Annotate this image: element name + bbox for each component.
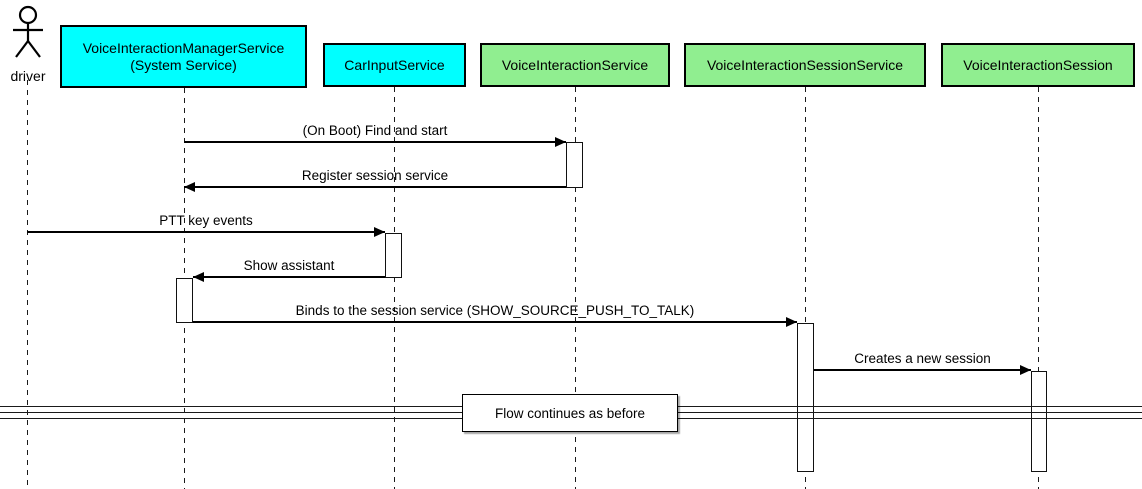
participant-car-input-service: CarInputService xyxy=(323,43,466,87)
message-binds-to-session-service: Binds to the session service (SHOW_SOURC… xyxy=(193,302,797,327)
actor-label: driver xyxy=(10,68,46,84)
participant-label: VoiceInteractionSessionService xyxy=(706,56,904,73)
participant-label: CarInputService xyxy=(344,56,445,73)
message-label: Binds to the session service (SHOW_SOURC… xyxy=(295,303,695,318)
message-label: (On Boot) Find and start xyxy=(302,123,448,138)
participant-label: VoiceInteractionManagerService xyxy=(82,39,285,56)
message-line xyxy=(184,181,566,192)
arrowhead-right-icon xyxy=(786,316,797,327)
message-ptt-key-events: PTT key events xyxy=(27,212,385,237)
message-label: Show assistant xyxy=(243,258,335,273)
arrowhead-left-icon xyxy=(193,271,204,282)
lifeline-car-input-service xyxy=(394,87,395,489)
actor-stick-figure-icon xyxy=(8,5,48,66)
activation-voice-interaction-service xyxy=(566,142,583,188)
message-on-boot-find-and-start: (On Boot) Find and start xyxy=(184,122,566,147)
activation-voice-interaction-manager-service xyxy=(176,278,193,323)
arrowhead-right-icon xyxy=(555,136,566,147)
message-register-session-service: Register session service xyxy=(184,167,566,192)
lifeline-voice-interaction-session-service xyxy=(805,87,806,489)
participant-voice-interaction-session-service: VoiceInteractionSessionService xyxy=(684,43,926,87)
arrowhead-right-icon xyxy=(374,226,385,237)
message-line xyxy=(814,364,1031,375)
message-line xyxy=(184,136,566,147)
participant-sublabel: (System Service) xyxy=(130,56,237,73)
participant-voice-interaction-manager-service: VoiceInteractionManagerService (System S… xyxy=(60,25,307,88)
message-line xyxy=(193,316,797,327)
activation-car-input-service xyxy=(385,233,402,278)
participant-label: VoiceInteractionSession xyxy=(963,56,1113,73)
message-creates-a-new-session: Creates a new session xyxy=(814,350,1031,375)
arrowhead-right-icon xyxy=(1020,364,1031,375)
activation-voice-interaction-session-service xyxy=(797,323,814,472)
participant-label: VoiceInteractionService xyxy=(501,56,649,73)
message-line xyxy=(27,226,385,237)
message-show-assistant: Show assistant xyxy=(193,257,385,282)
divider-flow-continues: Flow continues as before xyxy=(462,394,678,432)
lifeline-voice-interaction-session xyxy=(1038,87,1039,489)
participant-voice-interaction-session: VoiceInteractionSession xyxy=(941,43,1135,87)
message-label: Register session service xyxy=(301,168,449,183)
lifeline-voice-interaction-service xyxy=(575,87,576,489)
actor-driver: driver xyxy=(3,5,53,84)
lifeline-driver xyxy=(27,80,28,489)
message-label: PTT key events xyxy=(159,213,253,228)
message-label: Creates a new session xyxy=(854,351,991,366)
participant-voice-interaction-service: VoiceInteractionService xyxy=(480,43,670,87)
message-line xyxy=(193,271,385,282)
activation-voice-interaction-session xyxy=(1031,371,1047,472)
arrowhead-left-icon xyxy=(184,181,195,192)
divider-label: Flow continues as before xyxy=(494,405,646,421)
